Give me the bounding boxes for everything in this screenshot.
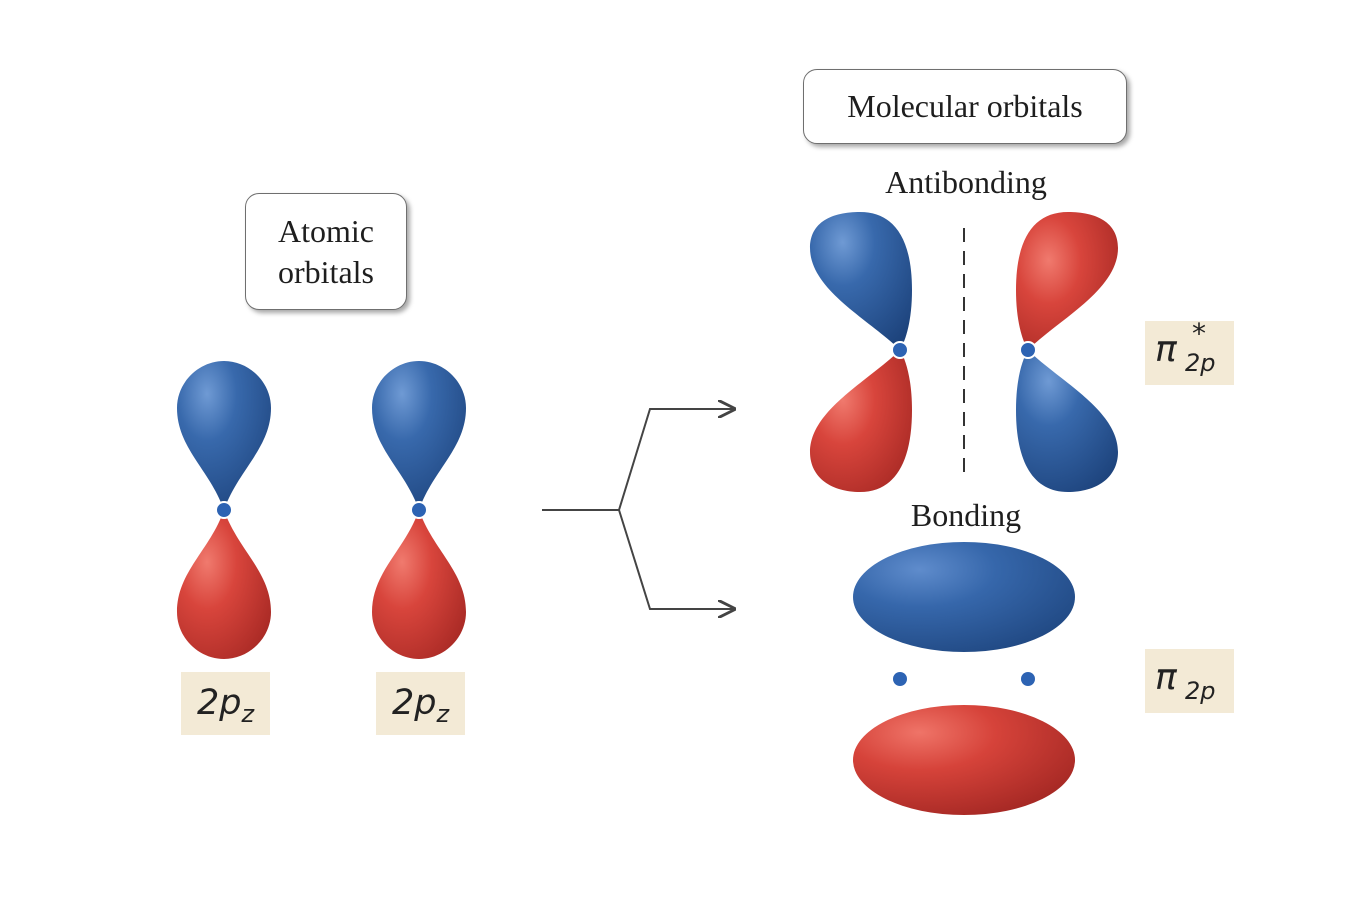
pi-antibonding-label: π * 2p <box>1145 317 1234 385</box>
nucleus-dot <box>410 501 428 519</box>
arrow-to-antibonding <box>618 409 734 511</box>
orbital-subscript: z <box>436 700 450 728</box>
caption-text: Molecular orbitals <box>847 88 1083 124</box>
right-lower-lobe-positive <box>1016 350 1118 492</box>
orbital-label-right: 2pz <box>376 672 465 735</box>
orbital-name: 2p <box>196 683 242 723</box>
orbital-subscript: z <box>241 700 255 728</box>
left-lower-lobe-negative <box>810 350 912 492</box>
caption-line: orbitals <box>278 253 374 290</box>
orbital-name: 2p <box>391 683 437 723</box>
pi-subscript: 2p <box>1185 677 1216 705</box>
nucleus-dot-left <box>893 672 907 686</box>
nucleus-dot-left <box>891 341 909 359</box>
pi-symbol: π <box>1155 657 1177 698</box>
upper-lobe-positive <box>372 361 466 510</box>
antibonding-label: Antibonding <box>885 164 1047 200</box>
upper-lobe-positive <box>177 361 271 510</box>
combination-arrows <box>542 409 734 609</box>
molecular-orbitals-caption: Molecular orbitals <box>803 69 1127 144</box>
caption-line: Atomic <box>278 212 374 249</box>
upper-lobe-positive <box>853 542 1075 652</box>
pi-bonding-label: π 2p <box>1145 649 1234 713</box>
pi-subscript: 2p <box>1185 349 1216 377</box>
nucleus-dot-right <box>1019 341 1037 359</box>
lower-lobe-negative <box>853 705 1075 815</box>
atomic-orbital-left <box>177 361 271 659</box>
star-superscript: * <box>1192 317 1206 350</box>
bonding-label: Bonding <box>910 497 1022 533</box>
lower-lobe-negative <box>177 510 271 659</box>
right-upper-lobe-negative <box>1016 212 1118 350</box>
pi-symbol: π <box>1155 329 1177 370</box>
nucleus-dot <box>215 501 233 519</box>
antibonding-orbital <box>810 212 1118 492</box>
left-upper-lobe-positive <box>810 212 912 350</box>
nucleus-dot-right <box>1021 672 1035 686</box>
arrow-to-bonding <box>618 509 734 609</box>
bonding-orbital <box>853 542 1075 815</box>
atomic-orbital-right <box>372 361 466 659</box>
atomic-orbitals-caption: Atomic orbitals <box>245 193 407 310</box>
orbital-label-left: 2pz <box>181 672 270 735</box>
lower-lobe-negative <box>372 510 466 659</box>
